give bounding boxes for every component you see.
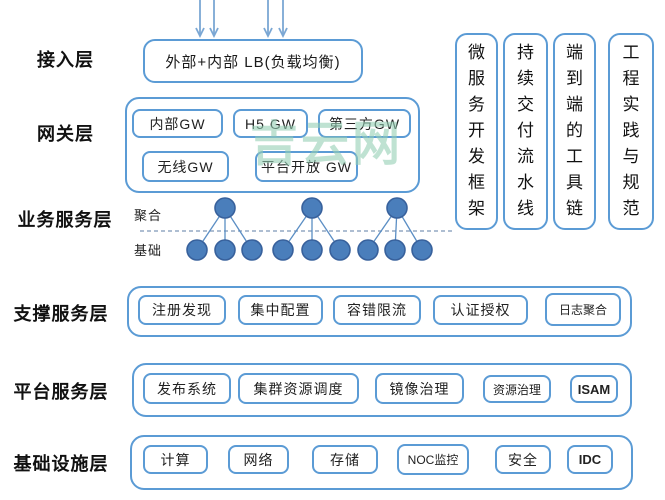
layer-label-platform: 平台服务层 [13, 382, 109, 402]
service-node-trees [140, 197, 455, 261]
gateway-box-internal: 内部GW [132, 109, 223, 138]
gateway-box-h5: H5 GW [233, 109, 308, 138]
pillar-label: 端到端的工具链 [566, 43, 583, 218]
gateway-box-wireless: 无线GW [142, 151, 229, 182]
pillar-label: 微服务开发框架 [468, 43, 485, 218]
load-balancer-box: 外部+内部 LB(负载均衡) [143, 39, 363, 83]
platform-box-scheduling: 集群资源调度 [238, 373, 359, 404]
pillar-e2e-toolchain: 端到端的工具链 [553, 33, 596, 230]
base-label: 基础 [134, 243, 163, 258]
support-box-auth: 认证授权 [433, 295, 528, 325]
pillar-engineering-practice: 工程实践与规范 [608, 33, 654, 230]
layer-label-support: 支撑服务层 [13, 304, 109, 324]
aggregate-label: 聚合 [134, 208, 163, 223]
platform-box-isam: ISAM [570, 375, 618, 403]
layer-label-business: 业务服务层 [17, 210, 113, 230]
layer-label-access: 接入层 [37, 50, 94, 70]
gateway-box-third-party: 第三方GW [318, 109, 411, 138]
platform-box-res-gov: 资源治理 [483, 375, 551, 403]
infra-box-compute: 计算 [143, 445, 208, 474]
platform-box-image-gov: 镜像治理 [375, 373, 464, 404]
ingress-arrows [195, 0, 288, 39]
layer-label-gateway: 网关层 [37, 124, 94, 144]
infra-box-noc: NOC监控 [397, 444, 469, 475]
infra-box-security: 安全 [495, 445, 551, 474]
pillar-label: 持续交付流水线 [517, 43, 534, 218]
pillar-label: 工程实践与规范 [622, 43, 640, 218]
infra-box-storage: 存储 [312, 445, 378, 474]
support-box-fault: 容错限流 [333, 295, 421, 325]
support-box-logs: 日志聚合 [545, 293, 621, 326]
pillar-microservice-framework: 微服务开发框架 [455, 33, 498, 230]
load-balancer-label: 外部+内部 LB(负载均衡) [165, 53, 341, 71]
support-box-config: 集中配置 [238, 295, 323, 325]
infra-box-network: 网络 [228, 445, 289, 474]
gateway-box-open-platform: 平台开放 GW [255, 151, 358, 182]
support-box-registry: 注册发现 [138, 295, 226, 325]
service-nodes [186, 197, 433, 261]
platform-box-release: 发布系统 [143, 373, 231, 404]
layer-label-infra: 基础设施层 [13, 454, 109, 474]
pillar-continuous-delivery: 持续交付流水线 [503, 33, 548, 230]
infra-box-idc: IDC [567, 445, 613, 474]
